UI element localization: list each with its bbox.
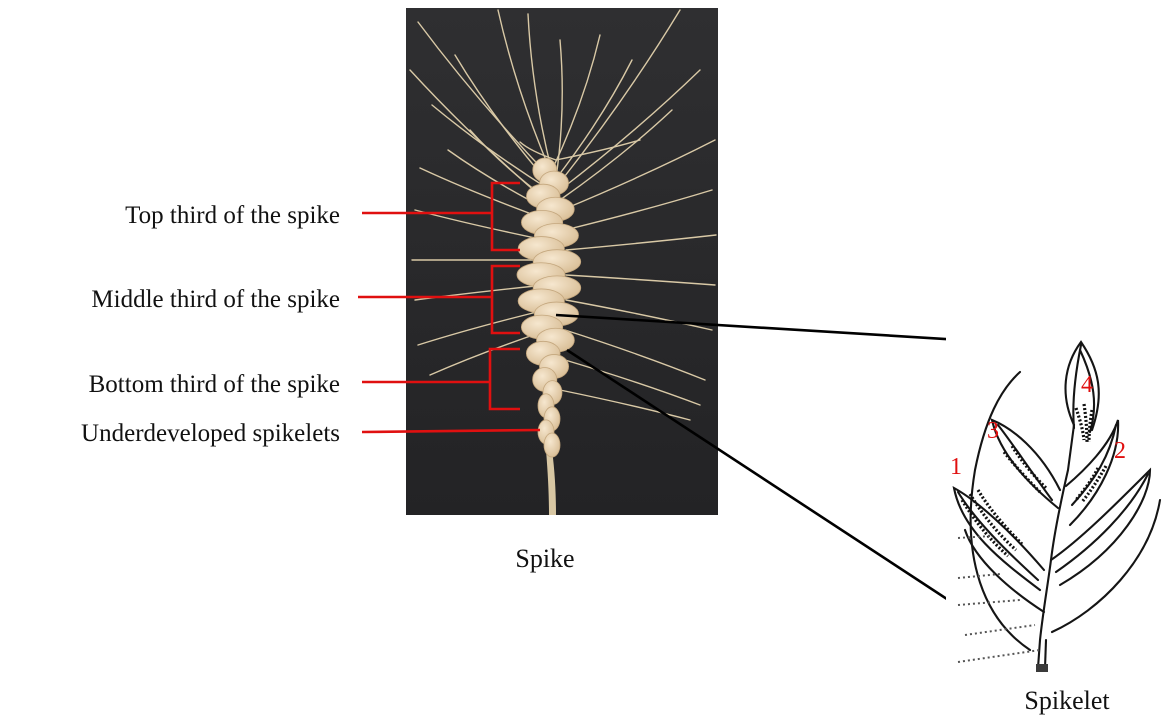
spikelet-base [1036,664,1048,672]
middle-third-label: Middle third of the spike [91,286,340,313]
spikelet-drawing [946,322,1168,672]
underdeveloped-spikelets-label: Underdeveloped spikelets [81,420,340,447]
spike-caption: Spike [515,544,574,573]
floret-number-2: 2 [1114,438,1126,464]
floret-number-1: 1 [950,454,962,480]
floret-number-4: 4 [1081,372,1093,398]
bottom-third-label: Bottom third of the spike [89,371,340,398]
top-third-label: Top third of the spike [125,202,340,229]
grain [544,433,560,457]
spike-photo [406,8,718,515]
spikelet-caption: Spikelet [1024,686,1110,715]
floret-number-3: 3 [987,418,999,444]
